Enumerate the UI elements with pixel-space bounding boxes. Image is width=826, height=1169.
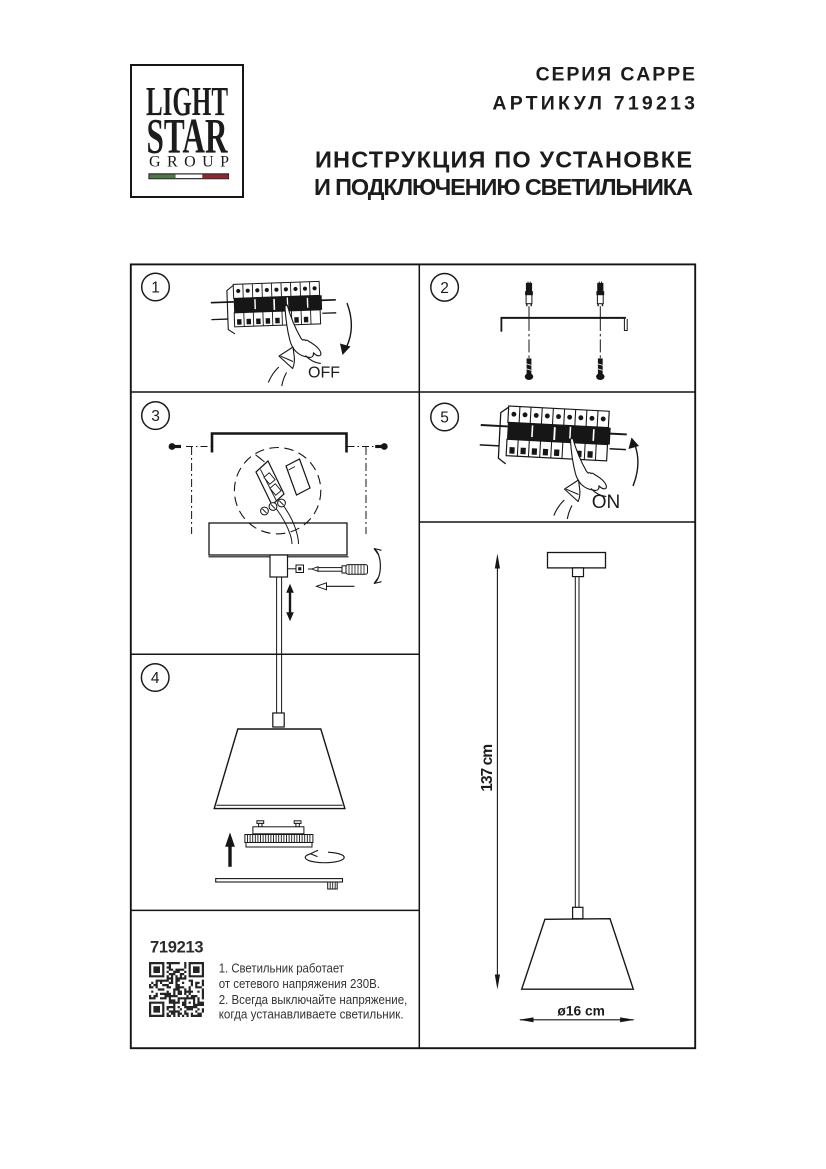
svg-text:от сетевого напряжения 230В.: от сетевого напряжения 230В.: [219, 976, 380, 991]
svg-text:АРТИКУЛ 719213: АРТИКУЛ 719213: [492, 93, 695, 115]
svg-text:5: 5: [440, 410, 449, 427]
svg-text:4: 4: [151, 670, 160, 687]
svg-text:GROUP: GROUP: [149, 154, 229, 171]
svg-text:137 cm: 137 cm: [479, 744, 496, 792]
svg-text:LIGHT: LIGHT: [146, 78, 228, 124]
svg-text:ø16 cm: ø16 cm: [557, 1003, 605, 1018]
svg-text:719213: 719213: [150, 938, 204, 956]
svg-text:когда устанавливаете светильни: когда устанавливаете светильник.: [219, 1006, 404, 1021]
svg-text:STAR: STAR: [147, 108, 229, 164]
svg-text:1. Светильник работает: 1. Светильник работает: [219, 960, 344, 975]
svg-text:И ПОДКЛЮЧЕНИЮ СВЕТИЛЬНИКА: И ПОДКЛЮЧЕНИЮ СВЕТИЛЬНИКА: [314, 174, 693, 200]
svg-text:2: 2: [440, 280, 449, 297]
svg-text:1: 1: [151, 280, 160, 297]
svg-text:2. Всегда выключайте напряжени: 2. Всегда выключайте напряжение,: [219, 992, 408, 1007]
svg-text:СЕРИЯ CAPPE: СЕРИЯ CAPPE: [536, 64, 695, 86]
svg-text:ON: ON: [592, 492, 621, 513]
svg-text:OFF: OFF: [308, 365, 340, 382]
svg-text:3: 3: [151, 408, 160, 425]
svg-text:ИНСТРУКЦИЯ ПО УСТАНОВКЕ: ИНСТРУКЦИЯ ПО УСТАНОВКЕ: [315, 147, 692, 173]
